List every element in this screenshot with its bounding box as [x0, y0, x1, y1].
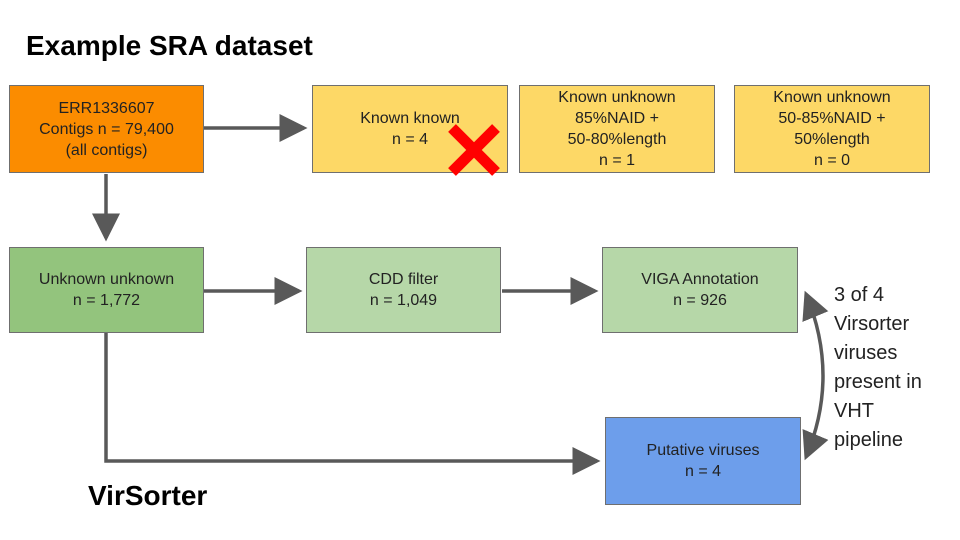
known-unknown-85-length: 50-80%length [567, 131, 667, 148]
known-unknown-85-count: n = 1 [598, 152, 636, 169]
note-line: Virsorter [834, 313, 910, 335]
known-unknown-50-length: 50%length [794, 131, 870, 148]
known-unknown-85-label: Known unknown [558, 89, 676, 106]
putative-viruses-box: Putative viruses n = 4 [605, 417, 801, 505]
cdd-filter-box: CDD filter n = 1,049 [306, 247, 501, 333]
unknown-unknown-box: Unknown unknown n = 1,772 [9, 247, 204, 333]
known-unknown-50-box: Known unknown 50-85%NAID + 50%length n =… [734, 85, 930, 173]
sra-dataset-box: ERR1336607 Contigs n = 79,400 (all conti… [9, 85, 204, 173]
known-known-count: n = 4 [391, 131, 429, 148]
sra-accession: ERR1336607 [58, 99, 155, 117]
putative-viruses-count: n = 4 [684, 463, 722, 480]
virsorter-overlap-note: 3 of 4 Virsorter viruses present in VHT … [834, 281, 922, 455]
viga-annotation-count: n = 926 [673, 292, 727, 309]
note-line: pipeline [834, 429, 903, 451]
viga-annotation-box: VIGA Annotation n = 926 [602, 247, 798, 333]
cdd-filter-label: CDD filter [368, 271, 439, 288]
arrow-viga-putative-link [802, 290, 829, 461]
arrow-unknown-to-virsorter [104, 333, 601, 475]
known-unknown-50-count: n = 0 [813, 152, 851, 169]
viga-annotation-label: VIGA Annotation [641, 271, 759, 288]
putative-viruses-label: Putative viruses [646, 442, 760, 459]
page-title: Example SRA dataset [26, 30, 313, 61]
known-unknown-85-naid: 85%NAID + [574, 110, 660, 127]
known-unknown-50-label: Known unknown [773, 89, 891, 106]
cdd-filter-count: n = 1,049 [369, 292, 438, 309]
note-line: VHT [834, 400, 874, 422]
unknown-unknown-count: n = 1,772 [72, 292, 141, 309]
note-line: viruses [834, 342, 898, 364]
unknown-unknown-label: Unknown unknown [38, 271, 175, 288]
sra-contig-note: (all contigs) [65, 141, 148, 159]
red-cross-icon [448, 124, 500, 176]
sra-contig-count: Contigs n = 79,400 [39, 120, 174, 138]
known-unknown-50-naid: 50-85%NAID + [778, 110, 886, 127]
known-unknown-85-box: Known unknown 85%NAID + 50-80%length n =… [519, 85, 715, 173]
virsorter-label: VirSorter [88, 480, 208, 511]
note-line: 3 of 4 [834, 284, 885, 306]
note-line: present in [834, 371, 922, 393]
known-known-label: Known known [360, 110, 460, 127]
